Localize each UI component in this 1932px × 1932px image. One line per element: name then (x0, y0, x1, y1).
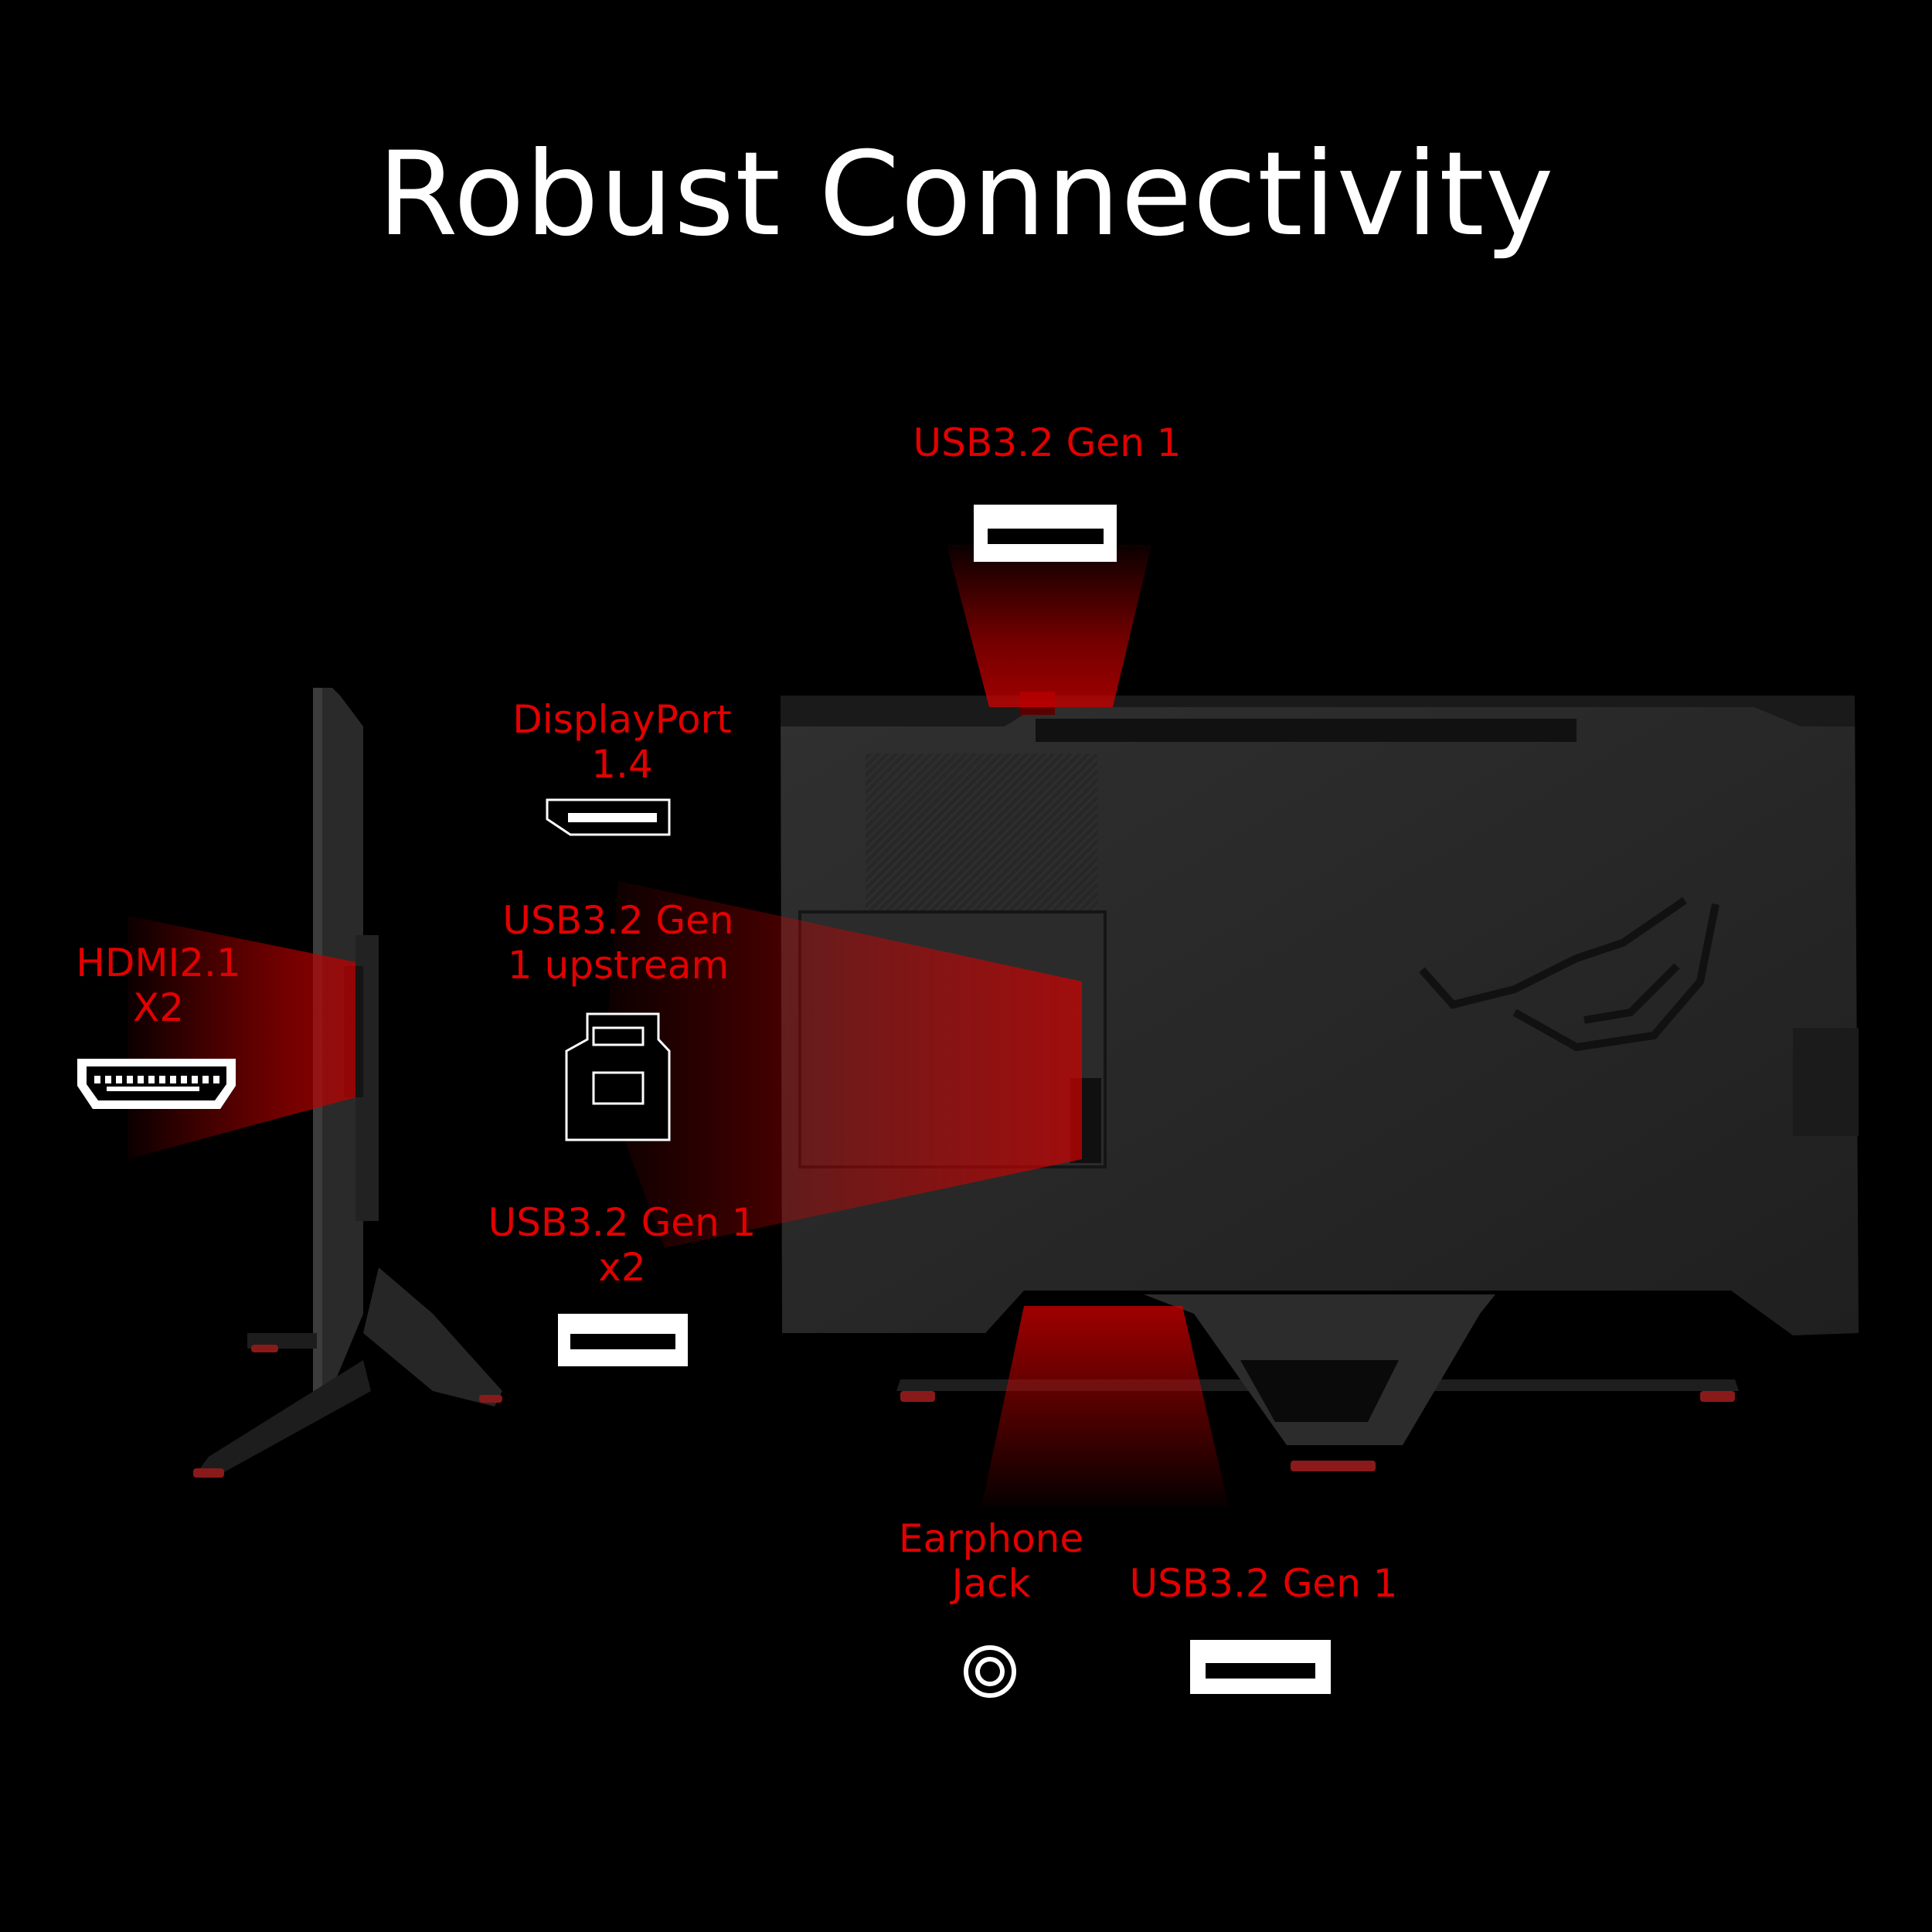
label-usb-top: USB3.2 Gen 1 (913, 420, 1182, 465)
displayport-icon (546, 798, 671, 836)
label-usb-x2: USB3.2 Gen 1 x2 (488, 1200, 757, 1290)
label-earphone: Earphone Jack (898, 1516, 1084, 1606)
rog-logo (1419, 896, 1719, 1052)
page-title: Robust Connectivity (377, 128, 1555, 262)
usb-a-port-icon (558, 1314, 688, 1366)
label-usb-bottom: USB3.2 Gen 1 (1129, 1561, 1398, 1606)
label-hdmi: HDMI2.1 X2 (76, 940, 241, 1030)
usb-b-port-icon (565, 1012, 671, 1141)
usb-a-port-icon (974, 505, 1117, 562)
label-usb-upstream: USB3.2 Gen 1 upstream (502, 898, 734, 988)
hdmi-port-icon (77, 1059, 236, 1109)
audio-jack-icon (964, 1645, 1016, 1698)
label-displayport: DisplayPort 1.4 (512, 697, 732, 787)
usb-a-port-icon (1190, 1640, 1331, 1694)
